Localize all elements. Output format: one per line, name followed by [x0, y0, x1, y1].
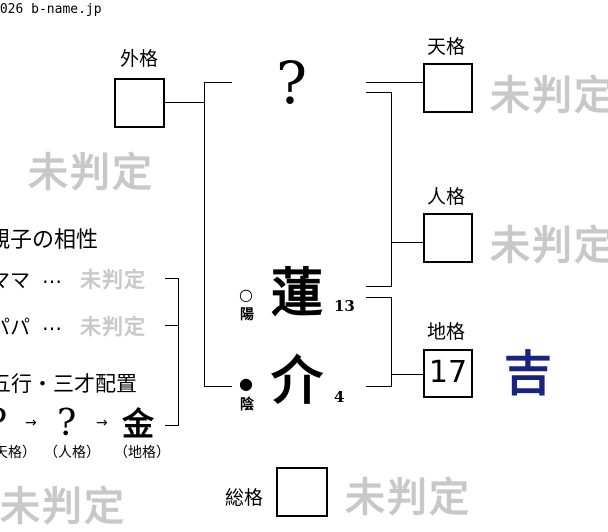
gaikaku-connector: [165, 102, 205, 103]
gogyo-third-element: 金: [122, 405, 155, 443]
gaikaku-undecided-stamp: 未判定: [28, 149, 154, 196]
left-bracket-bottom: [204, 386, 232, 387]
chikaku-kichi-stamp: 吉: [504, 346, 553, 402]
jinkaku-bracket-top: [366, 92, 392, 93]
gogyo-title: 五行・三才配置: [0, 372, 137, 396]
soukaku-box: [276, 467, 328, 517]
left-bracket-vertical: [204, 82, 205, 386]
chikaku-bracket-top: [366, 297, 392, 298]
compat-mama-label: ママ: [0, 268, 30, 292]
compat-bracket-top: [165, 278, 179, 279]
chikaku-bracket-vertical: [391, 297, 392, 387]
gaikaku-label: 外格: [120, 48, 159, 70]
compat-bracket-middle: [165, 325, 179, 326]
mei-2-char: 介: [271, 351, 324, 412]
chikaku-value: 17: [428, 355, 468, 390]
gogyo-second-label: （人格）: [44, 445, 100, 461]
chikaku-label: 地格: [427, 321, 466, 343]
compat-papa-label: パパ: [0, 315, 30, 339]
compat-papa-ellipsis: …: [42, 311, 62, 335]
jinkaku-connector: [391, 242, 424, 243]
mei-2-strokes: 4: [334, 388, 345, 406]
chikaku-connector: [391, 374, 424, 375]
chikaku-bracket-bottom: [366, 386, 392, 387]
gogyo-undecided-stamp: 未判定: [0, 483, 126, 530]
mei-2-yinyang: 陰: [240, 397, 254, 413]
tenkaku-undecided-stamp: 未判定: [490, 72, 608, 119]
mei-1-yinyang-mark: ○: [239, 285, 253, 304]
gogyo-third-label: （地格）: [114, 445, 170, 461]
mei-1-strokes: 13: [334, 297, 355, 315]
compat-mama-ellipsis: …: [42, 264, 62, 288]
jinkaku-box: [423, 213, 473, 263]
left-bracket-top: [204, 82, 232, 83]
sei-char: ?: [276, 49, 308, 117]
mei-2-yinyang-mark: ●: [239, 374, 253, 393]
tenkaku-box: [423, 63, 473, 113]
mei-1-char: 蓮: [271, 263, 324, 324]
tenkaku-label: 天格: [427, 36, 466, 58]
soukaku-undecided-stamp: 未判定: [345, 474, 471, 521]
jinkaku-bracket-bottom: [366, 286, 392, 287]
copyright-text: 2026 b-name.jp: [0, 2, 102, 17]
compat-mama-undecided-stamp: 未判定: [80, 267, 146, 292]
compat-title: 親子の相性: [0, 228, 99, 253]
mei-1-yinyang: 陽: [240, 307, 254, 323]
soukaku-label: 総格: [225, 487, 264, 509]
jinkaku-bracket-vertical: [391, 92, 392, 287]
jinkaku-undecided-stamp: 未判定: [490, 222, 608, 269]
compat-bracket-vertical: [178, 278, 179, 426]
gogyo-first-label: （天格）: [0, 445, 36, 461]
compat-bracket-bottom: [165, 425, 179, 426]
tenkaku-connector: [366, 82, 424, 83]
chikaku-box: [423, 349, 473, 398]
compat-papa-undecided-stamp: 未判定: [80, 314, 146, 339]
gogyo-arrow-1: →: [25, 415, 37, 431]
gogyo-first-element: ?: [0, 402, 7, 446]
gogyo-arrow-2: →: [96, 415, 108, 431]
gaikaku-box: [114, 78, 165, 128]
gogyo-second-element: ?: [57, 403, 77, 444]
jinkaku-label: 人格: [427, 186, 466, 208]
